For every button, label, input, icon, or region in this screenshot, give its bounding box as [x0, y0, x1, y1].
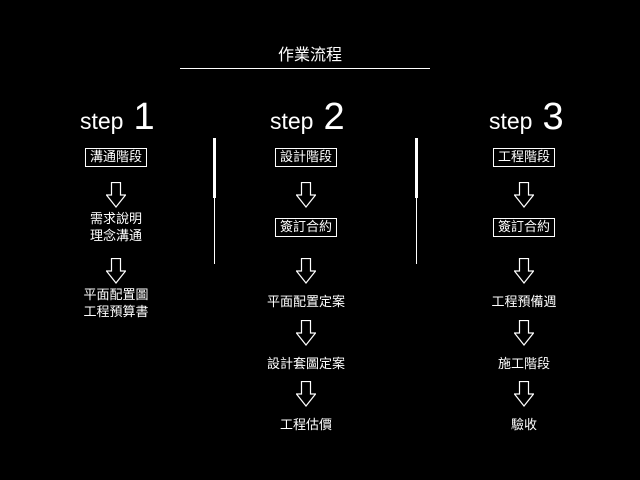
step-1-down-arrow-icon-1: [106, 182, 126, 208]
step-2-down-arrow-icon-3: [296, 320, 316, 346]
step-3-node-4: 施工階段: [497, 357, 551, 372]
step-3-word: step: [489, 108, 533, 134]
title-underline: [180, 68, 430, 69]
step-2-node-1: 設計階段: [274, 148, 338, 167]
step-2-number: 2: [323, 96, 345, 138]
divider-1-upper: [213, 138, 216, 198]
step-2-word: step: [270, 108, 314, 134]
step-1-node-2: 需求說明理念溝通: [89, 212, 143, 244]
divider-1-lower: [214, 198, 215, 264]
step-2-down-arrow-icon-4: [296, 381, 316, 407]
step-2-down-arrow-icon-1: [296, 182, 316, 208]
step-3-down-arrow-icon-2: [514, 258, 534, 284]
step-1-down-arrow-icon-2: [106, 258, 126, 284]
step-3-down-arrow-icon-4: [514, 381, 534, 407]
step-3-down-arrow-icon-3: [514, 320, 534, 346]
step-3-heading: step 3: [489, 96, 564, 138]
step-3-node-2: 簽訂合約: [492, 218, 556, 237]
step-1-node-3: 平面配置圖工程預算書: [83, 288, 149, 320]
step-3-down-arrow-icon-1: [514, 182, 534, 208]
step-3-node-5: 驗收: [510, 418, 538, 433]
step-2-node-2: 簽訂合約: [274, 218, 338, 237]
divider-2-lower: [416, 198, 417, 264]
step-3-node-1: 工程階段: [492, 148, 556, 167]
step-1-heading: step 1: [80, 96, 155, 138]
step-1-number: 1: [133, 96, 155, 138]
step-1-word: step: [80, 108, 124, 134]
step-2-node-5: 工程估價: [279, 418, 333, 433]
diagram-title: 作業流程: [277, 45, 342, 64]
step-1-node-1: 溝通階段: [84, 148, 148, 167]
step-2-heading: step 2: [270, 96, 345, 138]
step-2-node-3: 平面配置定案: [266, 295, 346, 310]
step-2-node-4: 設計套圖定案: [266, 357, 346, 372]
step-2-down-arrow-icon-2: [296, 258, 316, 284]
step-3-number: 3: [542, 96, 564, 138]
step-3-node-3: 工程預備週: [491, 295, 557, 310]
divider-2-upper: [415, 138, 418, 198]
